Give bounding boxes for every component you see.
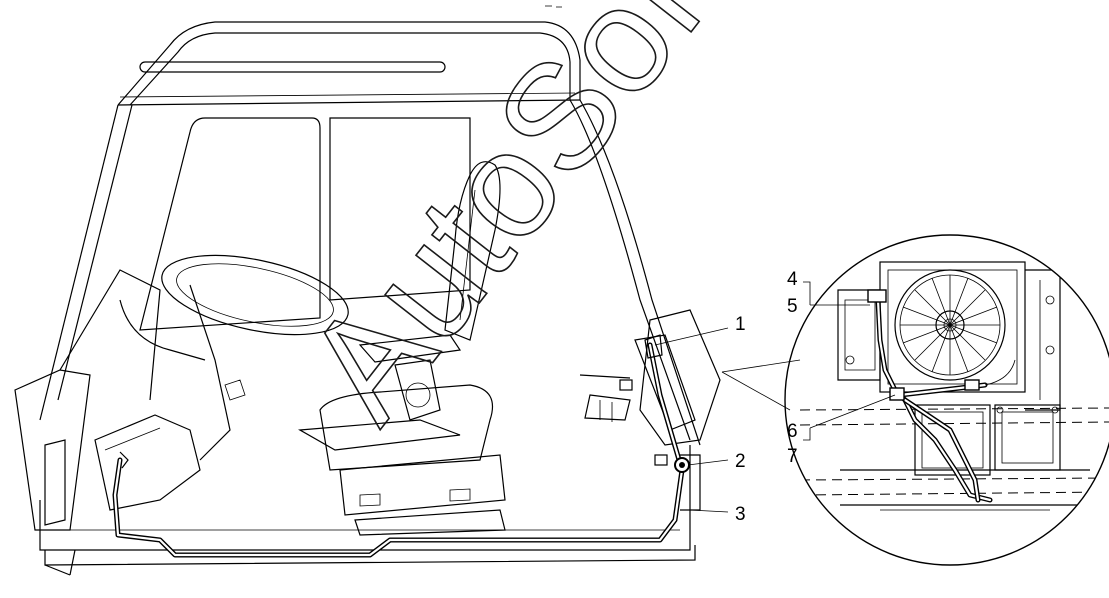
callout-7: 7 [787, 446, 798, 467]
callout-leaders [654, 281, 896, 513]
callout-1: 1 [735, 314, 746, 335]
rear-bracket-assembly [579, 309, 721, 511]
dashboard-steering-assembly [14, 254, 349, 531]
callout-3: 3 [735, 504, 746, 525]
callout-5: 5 [787, 296, 798, 317]
callout-2: 2 [735, 451, 746, 472]
hydraulic-hose-line [112, 334, 690, 558]
watermark-text: AutoSoft [273, 0, 760, 450]
detail-magnified-view [721, 234, 1109, 566]
callout-4: 4 [787, 269, 798, 290]
callout-6: 6 [787, 421, 798, 442]
operator-seat [298, 161, 506, 536]
fan-icon [894, 269, 1006, 381]
top-mark [545, 5, 562, 8]
cab-outline [39, 21, 701, 576]
